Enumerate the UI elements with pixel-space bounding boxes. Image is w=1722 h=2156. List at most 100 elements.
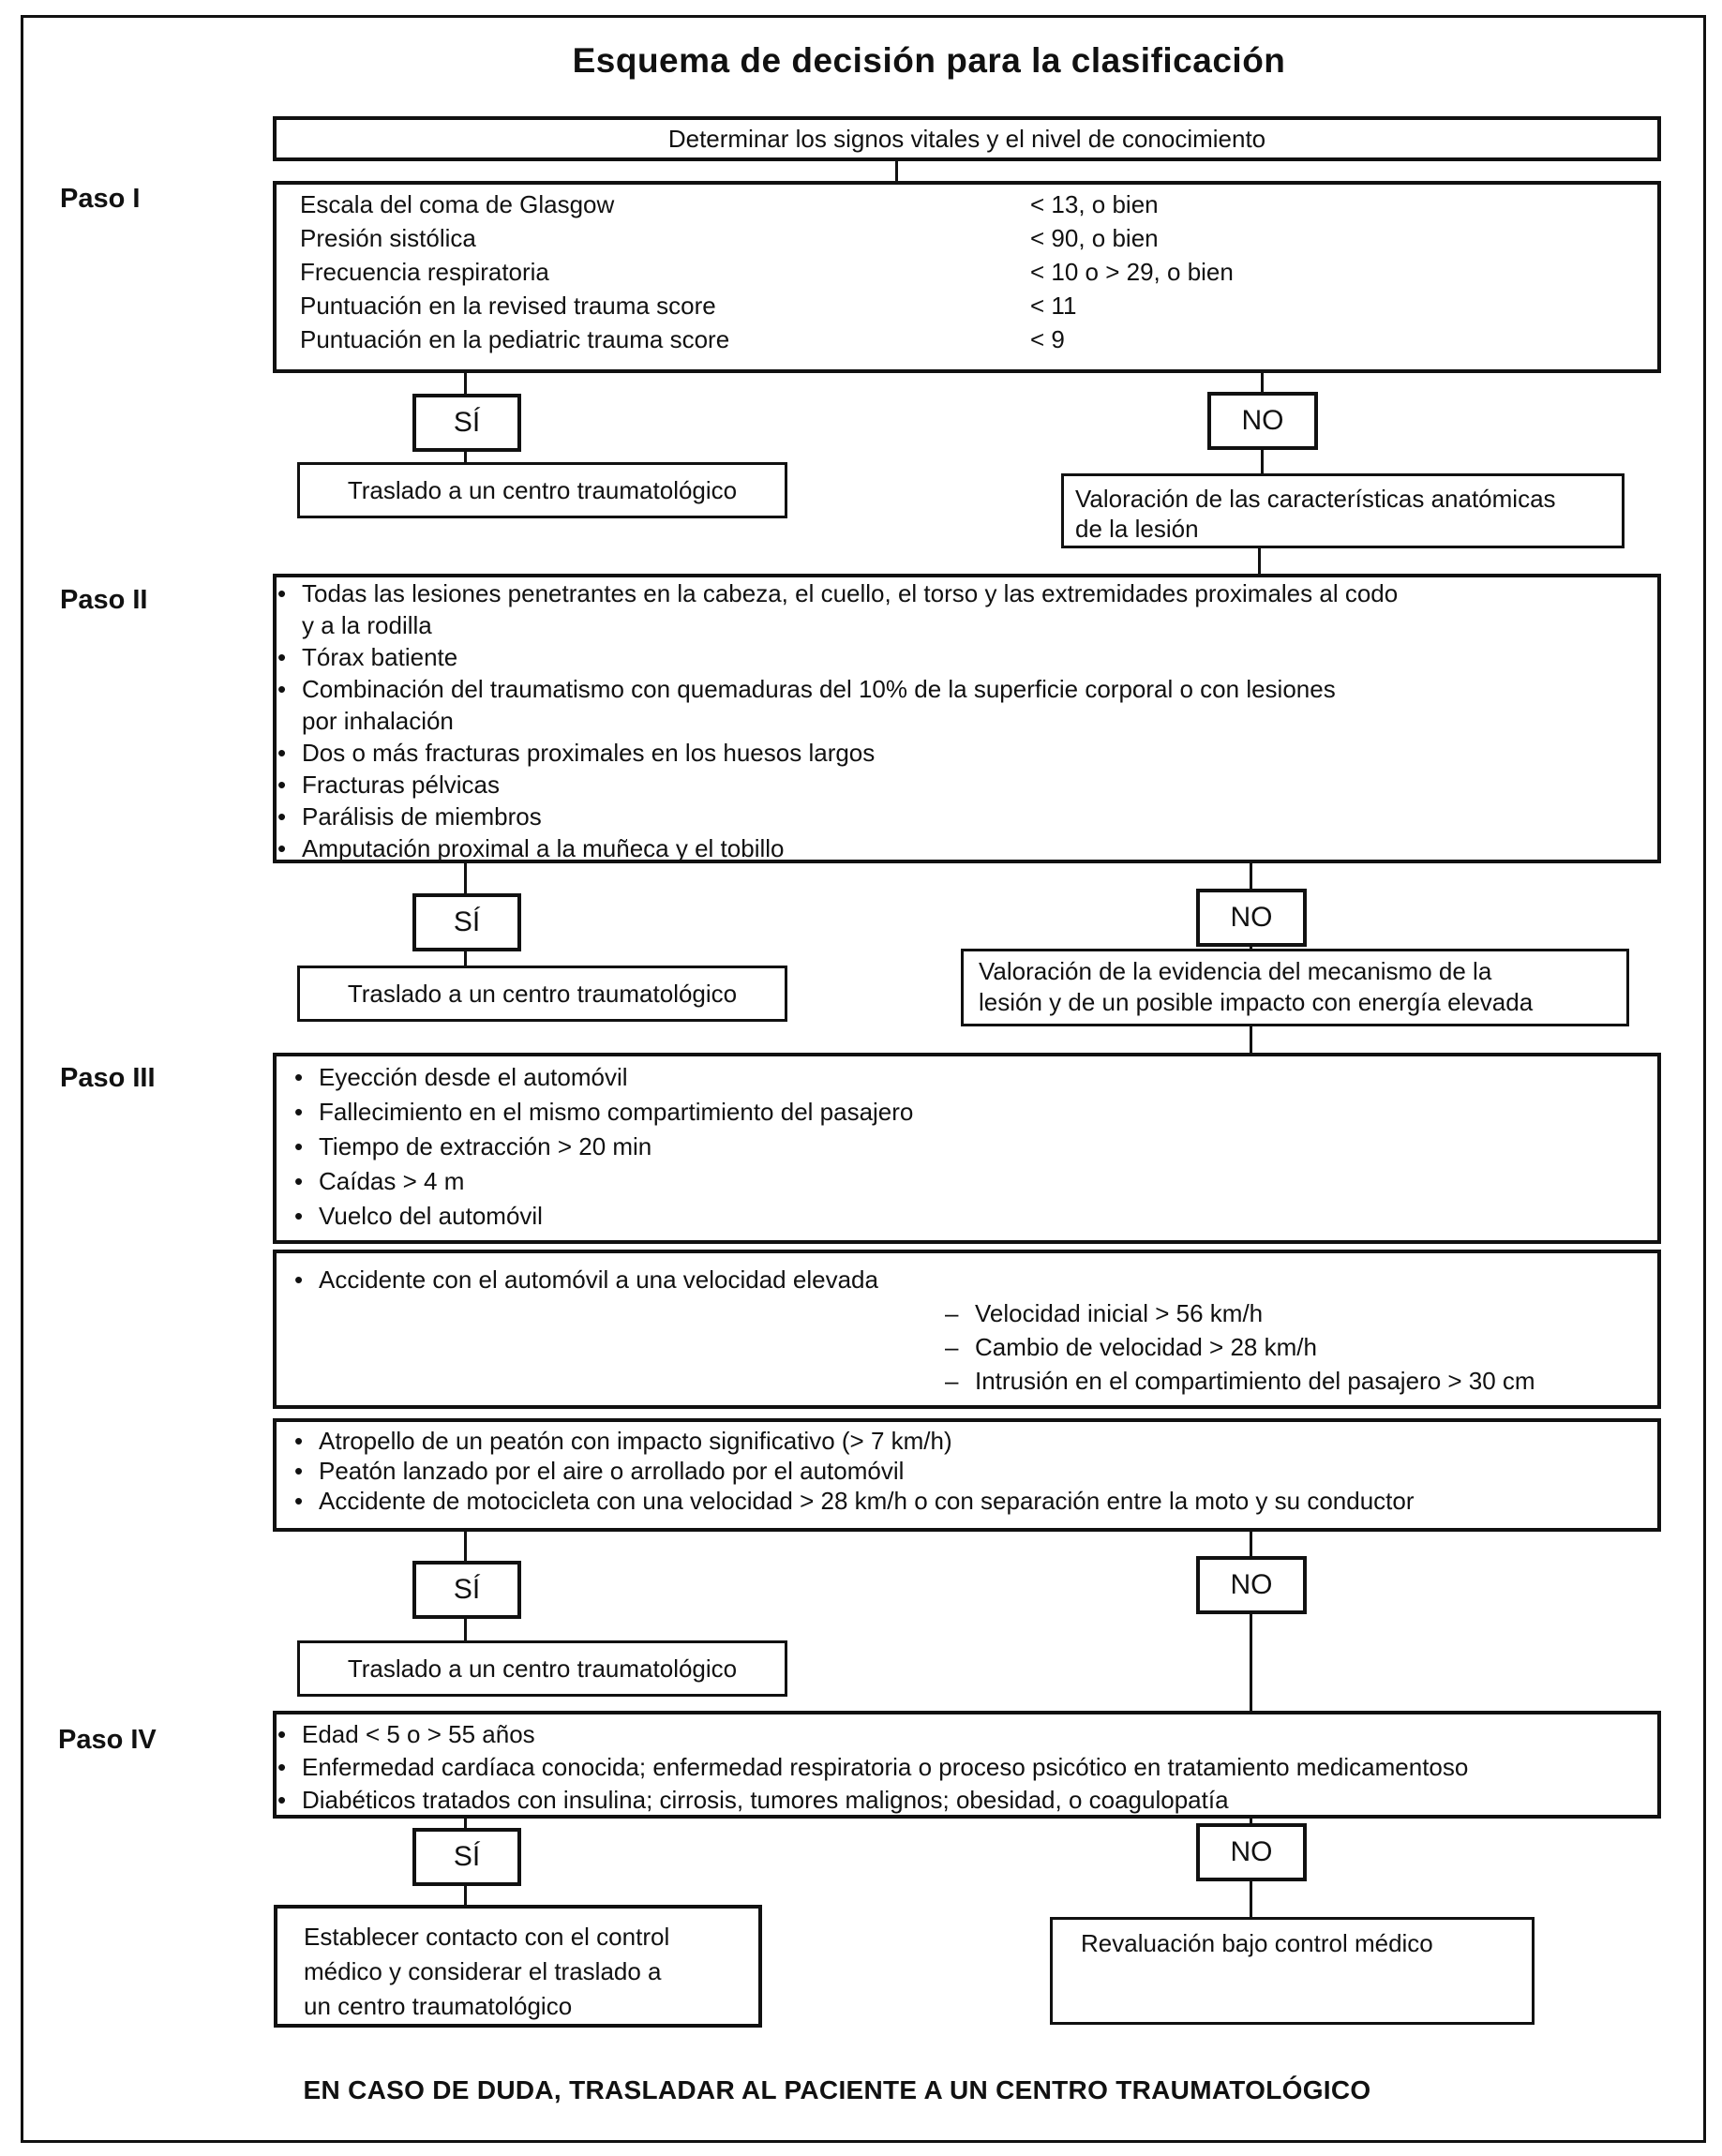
paso4-label: Paso IV [58,1725,157,1755]
no-label: NO [1230,1569,1273,1600]
footer-warning: EN CASO DE DUDA, TRASLADAR AL PACIENTE A… [303,2075,1371,2104]
criteria-line: Eyección desde el automóvil [277,1060,913,1095]
connector-line [1261,373,1264,392]
criteria-line: Diabéticos tratados con insulina; cirros… [277,1784,1468,1817]
criteria-line: Todas las lesiones penetrantes en la cab… [277,577,1398,609]
paso2-no-result-box: Valoración de la evidencia del mecanismo… [961,949,1629,1026]
yes-label: SÍ [453,906,481,937]
paso3-group3-list: Atropello de un peatón con impacto signi… [277,1426,1415,1516]
paso2-no-box: NO [1196,889,1307,947]
result-line: un centro traumatológico [304,1992,573,2020]
paso3-no-box: NO [1196,1556,1307,1614]
result-line: Revaluación bajo control médico [1081,1929,1433,1957]
criteria-line: Tórax batiente [277,641,1398,673]
yes-label: SÍ [453,1841,481,1872]
criterion-value: < 11 [1030,292,1077,320]
criterion-row: Escala del coma de Glasgow < 13, o bien [300,187,1650,221]
connector-line [464,863,467,893]
criteria-line: Combinación del traumatismo con quemadur… [277,673,1398,705]
criterion-value: < 10 o > 29, o bien [1030,258,1234,286]
connector-line [464,1886,467,1905]
paso4-criteria-list: Edad < 5 o > 55 añosEnfermedad cardíaca … [277,1718,1468,1817]
criteria-line: y a la rodilla [302,611,432,639]
transfer-text: Traslado a un centro traumatológico [347,979,738,1008]
criterion-row: Puntuación en la pediatric trauma score … [300,322,1650,356]
transfer-text: Traslado a un centro traumatológico [347,475,738,504]
criterion-row: Puntuación en la revised trauma score < … [300,289,1650,322]
criteria-line: Accidente con el automóvil a una velocid… [277,1263,1535,1296]
paso4-yes-box: SÍ [412,1828,521,1886]
connector-line [464,951,467,966]
criteria-line: por inhalación [302,707,454,735]
page-title: Esquema de decisión para la clasificació… [572,41,1286,80]
connector-line [1250,863,1252,889]
paso2-label: Paso II [60,585,148,615]
connector-line [464,1532,467,1561]
criteria-line: Accidente de motocicleta con una velocid… [277,1486,1415,1516]
paso1-criteria-box [273,181,1661,373]
criterion-name: Puntuación en la pediatric trauma score [300,325,730,353]
connector-line [895,161,898,181]
criteria-line: Fallecimiento en el mismo compartimiento… [277,1095,913,1130]
paso3-group1-list: Eyección desde el automóvilFallecimiento… [277,1060,913,1234]
paso2-criteria-list: Todas las lesiones penetrantes en la cab… [277,577,1398,864]
criterion-value: < 13, o bien [1030,190,1159,218]
paso1-no-result-box: Valoración de las características anatóm… [1061,473,1625,548]
connector-line [1250,1881,1252,1917]
connector-line [1250,945,1252,951]
criteria-line: Amputación proximal a la muñeca y el tob… [277,832,1398,864]
connector-line [1261,450,1264,473]
paso1-yes-box: SÍ [412,394,521,452]
transfer-text: Traslado a un centro traumatológico [347,1654,738,1683]
criteria-line: Parálisis de miembros [277,801,1398,832]
criteria-line: Vuelco del automóvil [277,1199,913,1234]
criterion-name: Frecuencia respiratoria [300,258,549,286]
connector-line [1250,1532,1252,1556]
paso3-group2-list: Accidente con el automóvil a una velocid… [277,1263,1535,1398]
connector-line [1250,1026,1252,1053]
criteria-line: Velocidad inicial > 56 km/h [277,1296,1535,1330]
criteria-line: Peatón lanzado por el aire o arrollado p… [277,1456,1415,1486]
result-line: médico y considerar el traslado a [304,1957,662,1985]
paso1-no-box: NO [1207,392,1318,450]
result-line: lesión y de un posible impacto con energ… [979,988,1534,1016]
connector-line [1258,548,1261,574]
no-label: NO [1230,1836,1273,1867]
criterion-name: Puntuación en la revised trauma score [300,292,716,320]
criterion-value: < 9 [1030,325,1065,353]
criterion-value: < 90, o bien [1030,224,1159,252]
criteria-line: Enfermedad cardíaca conocida; enfermedad… [277,1751,1468,1784]
connector-line [1250,1819,1252,1823]
connector-line [1250,1614,1252,1711]
criterion-row: Frecuencia respiratoria < 10 o > 29, o b… [300,255,1650,289]
criteria-line: Edad < 5 o > 55 años [277,1718,1468,1751]
criteria-line: Caídas > 4 m [277,1164,913,1199]
paso1-label: Paso I [60,184,141,214]
paso3-yes-box: SÍ [412,1561,521,1619]
criteria-line: Intrusión en el compartimiento del pasaj… [277,1364,1535,1398]
result-line: de la lesión [1075,515,1199,543]
criteria-line: Cambio de velocidad > 28 km/h [277,1330,1535,1364]
determine-vitals-box: Determinar los signos vitales y el nivel… [273,116,1661,161]
outer-border [21,15,1706,2143]
result-line: Valoración de la evidencia del mecanismo… [979,957,1492,985]
criteria-line: Fracturas pélvicas [277,769,1398,801]
criteria-line: Dos o más fracturas proximales en los hu… [277,737,1398,769]
paso3-transfer-box: Traslado a un centro traumatológico [297,1640,787,1697]
paso3-label: Paso III [60,1063,156,1093]
criterion-name: Escala del coma de Glasgow [300,190,615,218]
paso4-no-result-box: Revaluación bajo control médico [1050,1917,1535,2025]
paso1-transfer-box: Traslado a un centro traumatológico [297,462,787,518]
criterion-row: Presión sistólica < 90, o bien [300,221,1650,255]
connector-line [464,373,467,394]
criteria-line: Atropello de un peatón con impacto signi… [277,1426,1415,1456]
paso2-yes-box: SÍ [412,893,521,951]
criteria-line: Tiempo de extracción > 20 min [277,1130,913,1164]
paso4-no-box: NO [1196,1823,1307,1881]
connector-line [464,1619,467,1640]
result-line: Valoración de las características anatóm… [1075,485,1556,513]
no-label: NO [1230,902,1273,933]
paso2-transfer-box: Traslado a un centro traumatológico [297,966,787,1022]
